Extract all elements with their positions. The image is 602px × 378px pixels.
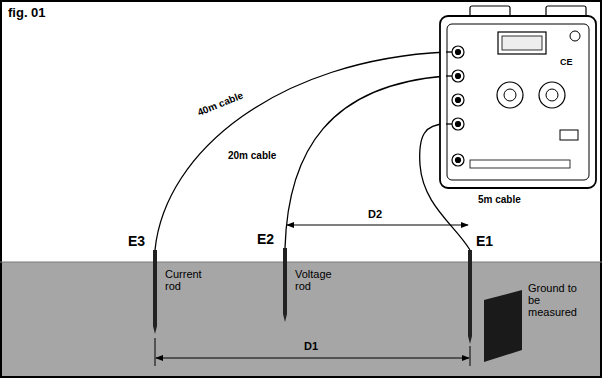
- rods: [153, 248, 472, 344]
- cable-40m: [155, 52, 446, 250]
- knob-cap: [546, 89, 558, 101]
- terminal-pin: [456, 50, 461, 55]
- plug: [446, 75, 452, 76]
- terminal-pin: [456, 98, 461, 103]
- button: [570, 31, 580, 41]
- cable-label: 40m cable: [194, 81, 267, 119]
- ground-line: [0, 262, 602, 263]
- mark: CE: [560, 58, 580, 68]
- switch: [560, 130, 578, 140]
- electrode-name: E1: [476, 234, 500, 249]
- part-name: Current rod: [165, 268, 211, 292]
- panel: [447, 24, 589, 180]
- electrode-name: E3: [128, 234, 152, 249]
- terminal: [452, 154, 464, 166]
- knob: [497, 82, 523, 108]
- extension-line: [470, 346, 471, 366]
- display-window: [502, 36, 542, 50]
- terminal-pin: [456, 74, 461, 79]
- ground: [0, 262, 602, 378]
- ground-plate: [484, 290, 522, 362]
- cables: [155, 52, 470, 250]
- cable-label: 5m cable: [476, 194, 527, 205]
- cable-20m: [285, 76, 446, 248]
- voltage-rod: [283, 248, 287, 322]
- figure-title: fig. 01: [8, 5, 46, 20]
- part-name: Voltage rod: [295, 268, 341, 292]
- knob: [539, 82, 565, 108]
- dimensions: [155, 225, 470, 366]
- terminal: [452, 70, 464, 82]
- dimension: D1: [304, 340, 328, 352]
- case: [440, 16, 596, 188]
- instrument: [440, 6, 596, 188]
- electrode-name: E2: [257, 232, 281, 247]
- plug: [446, 51, 452, 52]
- extension-line: [155, 338, 156, 366]
- display: [498, 32, 546, 54]
- terminal-pin: [456, 122, 461, 127]
- plug: [446, 123, 452, 124]
- terminal: [452, 46, 464, 58]
- part-name: Ground to be measured: [528, 282, 586, 318]
- dimension: D2: [368, 208, 392, 220]
- cable-label: 20m cable: [226, 150, 283, 161]
- info-strip: [470, 160, 570, 168]
- terminal: [452, 94, 464, 106]
- earth-rod: [468, 250, 472, 344]
- terminal: [452, 118, 464, 130]
- knob-cap: [504, 89, 516, 101]
- d2-line: [287, 225, 468, 226]
- terminal-pin: [456, 158, 461, 163]
- current-rod: [153, 250, 157, 334]
- d1-line: [156, 358, 469, 359]
